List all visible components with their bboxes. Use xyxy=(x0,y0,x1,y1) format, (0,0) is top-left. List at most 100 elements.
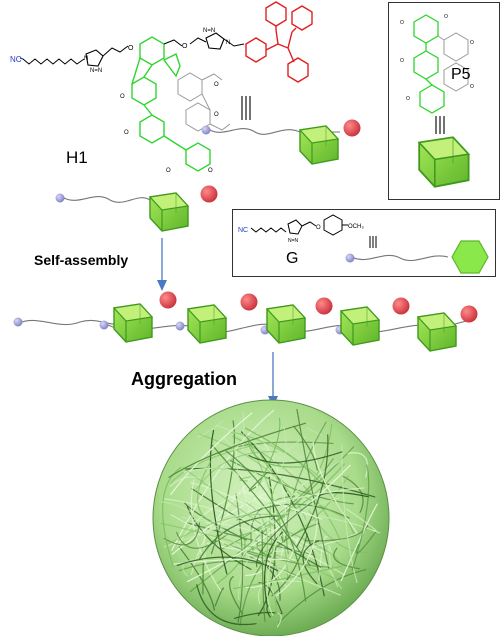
fiber-strand xyxy=(355,531,377,555)
fiber-strand xyxy=(192,459,343,539)
pillararene-macrocycle xyxy=(131,36,211,172)
fiber-strand xyxy=(245,536,299,588)
fiber-strand xyxy=(191,488,322,568)
fiber-strand xyxy=(239,476,252,482)
svg-text:O: O xyxy=(470,84,474,90)
fiber-strand xyxy=(197,420,224,438)
methoxy-label: OCH₃ xyxy=(348,224,364,230)
fiber-strand xyxy=(190,479,222,593)
fiber-strand xyxy=(312,441,358,534)
fiber-strand xyxy=(232,565,343,590)
g-structure: NC N=N O OCH₃ xyxy=(238,214,489,274)
fiber-strand xyxy=(266,526,283,616)
fiber-strand xyxy=(341,444,358,583)
svg-text:O: O xyxy=(316,225,321,231)
fiber-strand xyxy=(235,411,245,498)
equilibrium-icon xyxy=(241,96,251,120)
fiber-strand xyxy=(241,479,309,559)
fiber-strand xyxy=(220,496,242,529)
fiber-strand xyxy=(187,464,351,582)
fiber-strand xyxy=(197,461,213,524)
svg-text:O: O xyxy=(406,96,410,102)
svg-text:N=N: N=N xyxy=(90,68,102,74)
fiber-strand xyxy=(318,536,328,581)
nanoparticle-aggregate xyxy=(152,399,390,636)
fiber-strand xyxy=(308,510,375,554)
fiber-strand xyxy=(183,467,240,483)
svg-text:O: O xyxy=(470,40,474,46)
svg-text:O: O xyxy=(208,168,213,174)
fiber-strand xyxy=(162,466,182,567)
fiber-strand xyxy=(261,529,266,623)
aggregation-label: Aggregation xyxy=(131,369,237,389)
fiber-strand xyxy=(214,587,225,607)
arrow-down-icon xyxy=(157,238,167,291)
fiber-strand xyxy=(296,434,329,548)
fiber-strand xyxy=(170,441,268,484)
fiber-strand xyxy=(186,522,313,556)
fiber-strand xyxy=(161,501,249,555)
fiber-strand xyxy=(170,514,341,596)
p5-structure: OO OO OO xyxy=(400,14,474,188)
fiber-strand xyxy=(170,412,253,496)
fiber-strand xyxy=(182,558,194,577)
fiber-strand xyxy=(186,505,252,570)
equilibrium-icon xyxy=(369,236,377,248)
h1-label: H1 xyxy=(66,148,88,167)
svg-text:O: O xyxy=(166,168,171,174)
hexagon-icon xyxy=(451,240,489,274)
h1-cartoon-top xyxy=(201,119,361,165)
fiber-strand xyxy=(215,425,285,461)
supramolecular-polymer xyxy=(13,291,478,352)
fiber-strand xyxy=(296,409,330,570)
fiber-strand xyxy=(258,417,281,486)
fiber-strand xyxy=(328,544,333,568)
fiber-strand xyxy=(197,465,244,559)
guest-box xyxy=(232,209,496,277)
fiber-strand xyxy=(293,425,318,471)
fiber-strand xyxy=(340,503,378,582)
fiber-strand xyxy=(245,501,269,566)
fiber-strand xyxy=(199,515,282,560)
fiber-strand xyxy=(346,508,377,532)
fiber-strand xyxy=(210,420,235,555)
svg-text:O: O xyxy=(120,94,125,100)
fiber-strand xyxy=(202,562,204,595)
fiber-strand xyxy=(248,451,343,464)
tetraphenylethylene-unit xyxy=(245,1,313,83)
fiber-strand xyxy=(229,431,329,486)
svg-text:O: O xyxy=(444,14,448,20)
equilibrium-icon xyxy=(435,116,445,134)
fiber-strand xyxy=(196,453,312,521)
h1-structure: NC N N=N O O O O O O O xyxy=(10,1,313,174)
fiber-strand xyxy=(277,569,367,624)
fiber-strand xyxy=(262,597,277,624)
svg-text:N=N: N=N xyxy=(288,238,299,244)
nitrile-label: NC xyxy=(10,55,22,64)
svg-text:O: O xyxy=(124,130,129,136)
fiber-strand xyxy=(161,522,344,583)
fiber-strand xyxy=(285,421,327,555)
svg-text:O: O xyxy=(128,45,134,52)
fiber-strand xyxy=(229,576,244,615)
svg-text:N=N: N=N xyxy=(203,28,215,34)
fiber-strand xyxy=(211,444,311,566)
fiber-strand xyxy=(265,427,287,482)
fiber-strand xyxy=(245,436,307,513)
h1-cartoon-middle xyxy=(55,185,218,232)
svg-text:O: O xyxy=(214,112,219,118)
fiber-strand xyxy=(351,464,370,571)
fiber-strand xyxy=(165,513,286,546)
fiber-strand xyxy=(319,492,370,498)
fiber-strand xyxy=(163,522,201,546)
svg-text:O: O xyxy=(182,43,188,50)
triazole-ring xyxy=(85,49,104,67)
fiber-strand xyxy=(163,498,328,554)
arrow-down-icon xyxy=(268,352,278,407)
svg-text:N: N xyxy=(226,40,230,46)
p5-label: P5 xyxy=(451,66,471,83)
fiber-strand xyxy=(225,450,307,602)
svg-text:O: O xyxy=(214,82,219,88)
fiber-strand xyxy=(276,612,282,628)
